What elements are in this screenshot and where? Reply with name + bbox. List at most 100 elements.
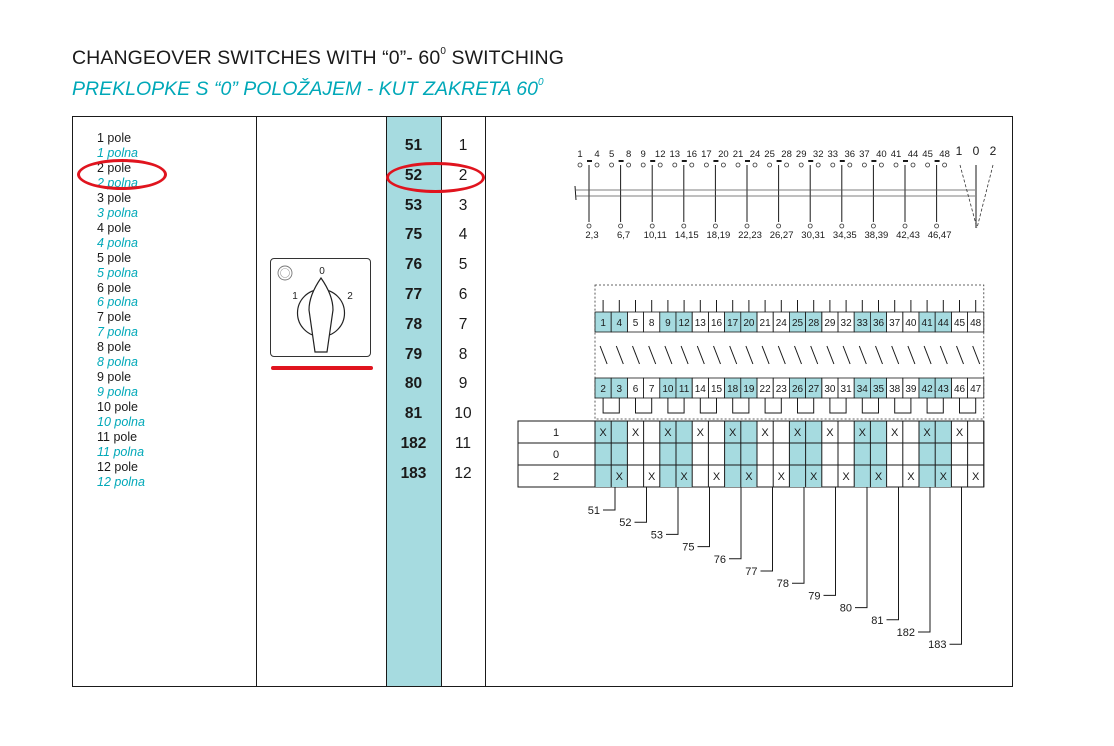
terminal-highlight (724, 312, 741, 332)
table-mark: X (842, 471, 850, 483)
contact-circle (878, 162, 884, 168)
contact-circle (776, 223, 782, 229)
ladder-line (603, 487, 616, 511)
table-row-label: 0 (553, 449, 559, 461)
contact-bar (808, 160, 814, 162)
position-line-1 (959, 164, 978, 229)
ladder-line (792, 487, 805, 584)
contact-circle (618, 223, 624, 229)
terminal-top-label: 48 (970, 318, 982, 329)
terminal-top-label: 28 (808, 318, 820, 329)
top-contact-label: 48 (939, 149, 950, 160)
terminal-highlight (676, 312, 693, 332)
pole-label-hr: 7 polna (97, 325, 139, 340)
bridge-link (732, 409, 750, 414)
terminal-bottom-label: 11 (679, 384, 690, 395)
contact-circle (626, 162, 632, 168)
terminal-top-label: 9 (665, 318, 671, 329)
contact-bar (903, 160, 908, 162)
contact-bar (587, 160, 592, 162)
top-contact-label: 12 (655, 149, 666, 160)
table-mark: X (729, 427, 737, 439)
pole-number: 5 (458, 256, 468, 274)
contact-circle (681, 223, 687, 229)
table-mark: X (859, 427, 867, 439)
terminal-highlight (676, 378, 693, 398)
contact-circle (640, 162, 646, 168)
terminal-bottom-label: 23 (776, 384, 788, 395)
ladder-line (918, 487, 931, 633)
bottom-contact-label: 26,27 (770, 230, 794, 241)
code-value: 75 (404, 226, 423, 244)
top-contact-label: 4 (594, 149, 599, 160)
terminal-top-label: 33 (857, 318, 869, 329)
contact-bar (745, 160, 750, 162)
bridge-link (764, 409, 782, 414)
switch-symbol: 0 1 2 (270, 258, 371, 357)
pole-number: 3 (458, 196, 468, 214)
contact-circle (798, 162, 804, 168)
ladder-code-label: 53 (651, 529, 663, 541)
rotary-handle-icon: 0 1 2 (277, 265, 353, 353)
pole-number: 10 (454, 405, 472, 423)
table-highlight (919, 421, 936, 487)
switch-contact (696, 345, 705, 365)
table-mark: X (826, 427, 834, 439)
table-mark: X (907, 471, 915, 483)
table-row-label: 2 (553, 471, 559, 483)
ladder-code-label: 52 (619, 517, 631, 529)
top-contact-label: 44 (908, 149, 919, 160)
table-frame (72, 116, 1013, 687)
terminal-bottom-label: 43 (938, 384, 950, 395)
terminal-highlight (789, 378, 806, 398)
bridge-link (894, 409, 912, 414)
terminal-bottom-label: 31 (841, 384, 853, 395)
pole-number: 6 (458, 286, 468, 303)
pole-label-hr: 12 polna (97, 474, 145, 489)
terminal-highlight (595, 378, 612, 398)
terminal-top-label: 13 (695, 318, 707, 329)
terminal-bottom-label: 38 (889, 384, 901, 395)
contact-circle (657, 162, 663, 168)
switch-contact (713, 345, 721, 365)
contact-circle (735, 162, 741, 168)
code-value: 53 (404, 196, 423, 214)
ladder-code-label: 77 (745, 566, 757, 578)
switch-contact (842, 345, 851, 365)
table-highlight (595, 421, 612, 487)
contact-circle (942, 162, 948, 168)
position-1-label: 1 (292, 291, 298, 302)
contact-bar (776, 160, 782, 162)
contact-circle (910, 162, 916, 168)
contact-circle (767, 162, 773, 168)
pole-number: 7 (458, 315, 468, 333)
divider-1 (256, 116, 257, 687)
divider-2 (386, 116, 387, 687)
table-highlight (611, 421, 628, 487)
ladder-line (697, 487, 710, 548)
top-contact-label: 25 (764, 149, 775, 160)
bottom-contact-label: 34,35 (833, 230, 857, 241)
table-highlight (935, 421, 952, 487)
bottom-contact-label: 18,19 (707, 230, 731, 241)
top-contact-label: 28 (781, 149, 792, 160)
bridge-link (797, 409, 815, 414)
contact-circle (577, 162, 583, 168)
code-value: 76 (404, 256, 423, 274)
switch-contact (632, 345, 640, 365)
terminal-bottom-label: 6 (633, 384, 639, 395)
table-mark: X (616, 471, 624, 483)
code-value: 78 (404, 315, 423, 333)
pole-label: 11 pole (97, 430, 138, 445)
terminal-highlight (870, 312, 887, 332)
pole-label-hr: 9 polna (97, 385, 139, 400)
terminal-top-label: 4 (617, 318, 623, 329)
terminal-top-label: 1 (600, 318, 606, 329)
switch-contact (972, 345, 981, 365)
table-mark: X (940, 471, 948, 483)
top-contact-label: 40 (876, 149, 887, 160)
table-mark: X (745, 471, 753, 483)
shaft-end (574, 185, 577, 201)
contact-circle (839, 223, 845, 229)
terminal-bottom-label: 2 (600, 384, 606, 395)
